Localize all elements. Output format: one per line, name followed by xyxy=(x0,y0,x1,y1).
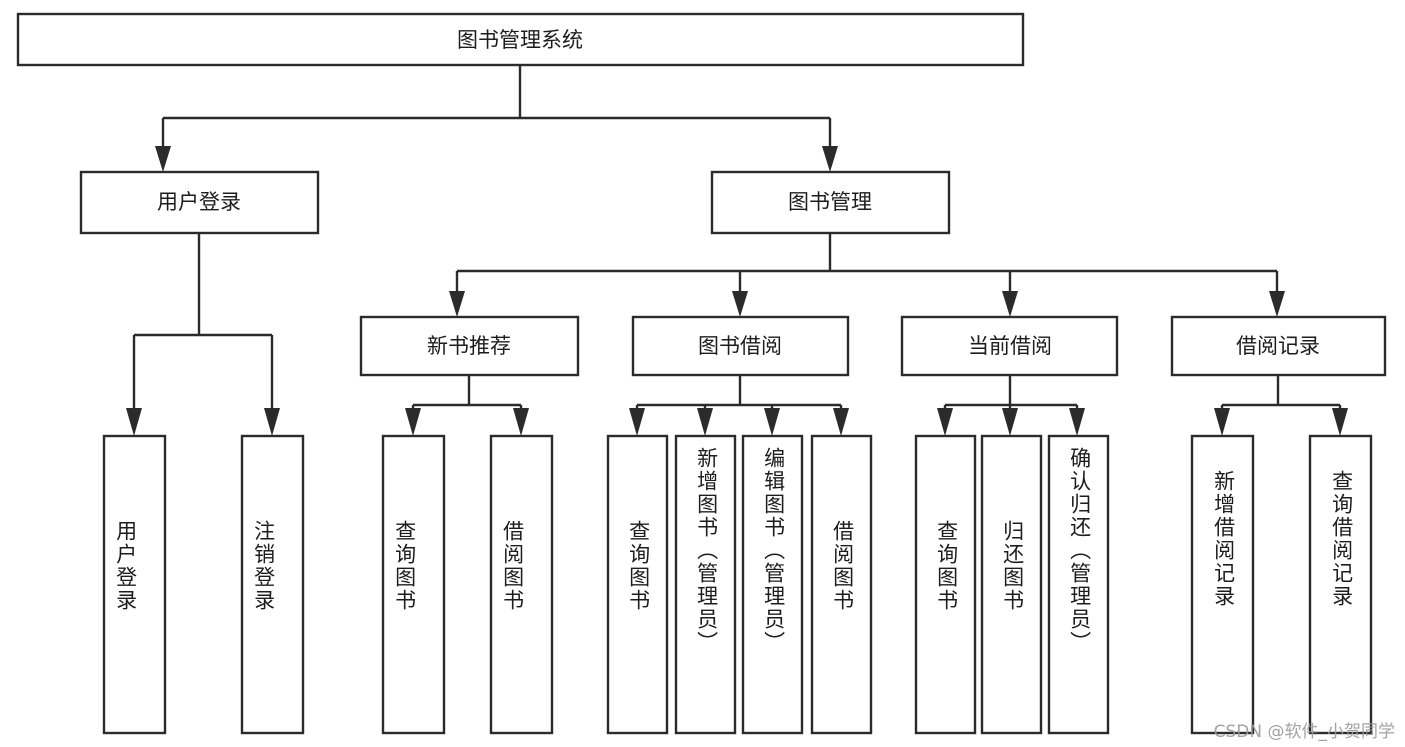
arrow-head-bb-borrow-book xyxy=(833,408,849,436)
arrow-head-cb-query-book xyxy=(937,408,953,436)
arrow-head-cb-confirm-return xyxy=(1069,408,1085,436)
arrow-head-bb-add-book xyxy=(697,408,713,436)
node-box-user-login[interactable] xyxy=(79,170,320,235)
node-box-leaf-bb-add-book[interactable] xyxy=(674,434,737,735)
connector-group-book-borrow-to-leaves xyxy=(629,375,849,436)
node-label-book-manage: 图书管理 xyxy=(788,190,872,214)
arrow-head-cb-return-book xyxy=(1002,408,1018,436)
node-box-leaf-nb-query-book[interactable] xyxy=(381,434,446,735)
node-label-book-borrow: 图书借阅 xyxy=(698,334,782,358)
node-box-leaf-cb-query-book[interactable] xyxy=(914,434,977,735)
connector-group-book-manage-to-level2 xyxy=(449,233,1285,317)
node-box-leaf-bb-query-book[interactable] xyxy=(606,434,669,735)
node-box-book-manage[interactable] xyxy=(710,170,951,235)
node-box-borrow-record[interactable] xyxy=(1170,315,1387,377)
node-box-book-borrow[interactable] xyxy=(631,315,850,377)
node-box-root[interactable] xyxy=(16,12,1025,67)
arrow-head-br-add-record xyxy=(1214,408,1230,436)
arrow-head-new-book xyxy=(449,291,465,317)
node-label-user-login: 用户登录 xyxy=(157,190,241,214)
node-label-new-book-recommend: 新书推荐 xyxy=(427,334,511,358)
node-box-current-borrow[interactable] xyxy=(900,315,1119,377)
node-box-leaf-bb-edit-book[interactable] xyxy=(741,434,804,735)
node-box-leaf-br-add-record[interactable] xyxy=(1190,434,1255,735)
node-box-leaf-user-login[interactable] xyxy=(102,434,167,735)
csdn-watermark: CSDN @软件_小贺同学 xyxy=(1213,722,1395,742)
arrow-head-br-query-record xyxy=(1332,408,1348,436)
node-box-new-book-recommend[interactable] xyxy=(359,315,580,377)
node-box-leaf-cb-return-book[interactable] xyxy=(980,434,1043,735)
arrow-head-borrow-record xyxy=(1269,291,1285,317)
node-box-leaf-cb-confirm-return[interactable] xyxy=(1047,434,1110,735)
arrow-head-book-manage xyxy=(822,146,838,172)
arrow-head-nb-query-book xyxy=(405,408,421,436)
connector-group-borrow-record-to-leaves xyxy=(1214,375,1348,436)
arrow-head-user-login xyxy=(155,146,171,172)
connector-group-new-book-to-leaves xyxy=(405,375,529,436)
arrow-head-leaf-logout xyxy=(264,408,280,436)
node-box-leaf-nb-borrow-book[interactable] xyxy=(489,434,554,735)
node-label-borrow-record: 借阅记录 xyxy=(1236,334,1320,358)
node-box-leaf-bb-borrow-book[interactable] xyxy=(810,434,873,735)
node-box-leaf-logout[interactable] xyxy=(240,434,305,735)
arrow-head-current-borrow xyxy=(1002,291,1018,317)
arrow-head-nb-borrow-book xyxy=(513,408,529,436)
arrow-head-bb-edit-book xyxy=(764,408,780,436)
node-label-current-borrow: 当前借阅 xyxy=(968,334,1052,358)
arrow-head-leaf-user-login xyxy=(126,408,142,436)
node-box-leaf-br-query-record[interactable] xyxy=(1308,434,1373,735)
node-label-root: 图书管理系统 xyxy=(457,28,583,52)
arrow-head-bb-query-book xyxy=(629,408,645,436)
connector-group-current-borrow-to-leaves xyxy=(937,375,1085,436)
connector-group-user-login-to-leaves xyxy=(126,233,280,436)
connector-group-root-to-level1 xyxy=(155,65,838,172)
arrow-head-book-borrow xyxy=(732,291,748,317)
